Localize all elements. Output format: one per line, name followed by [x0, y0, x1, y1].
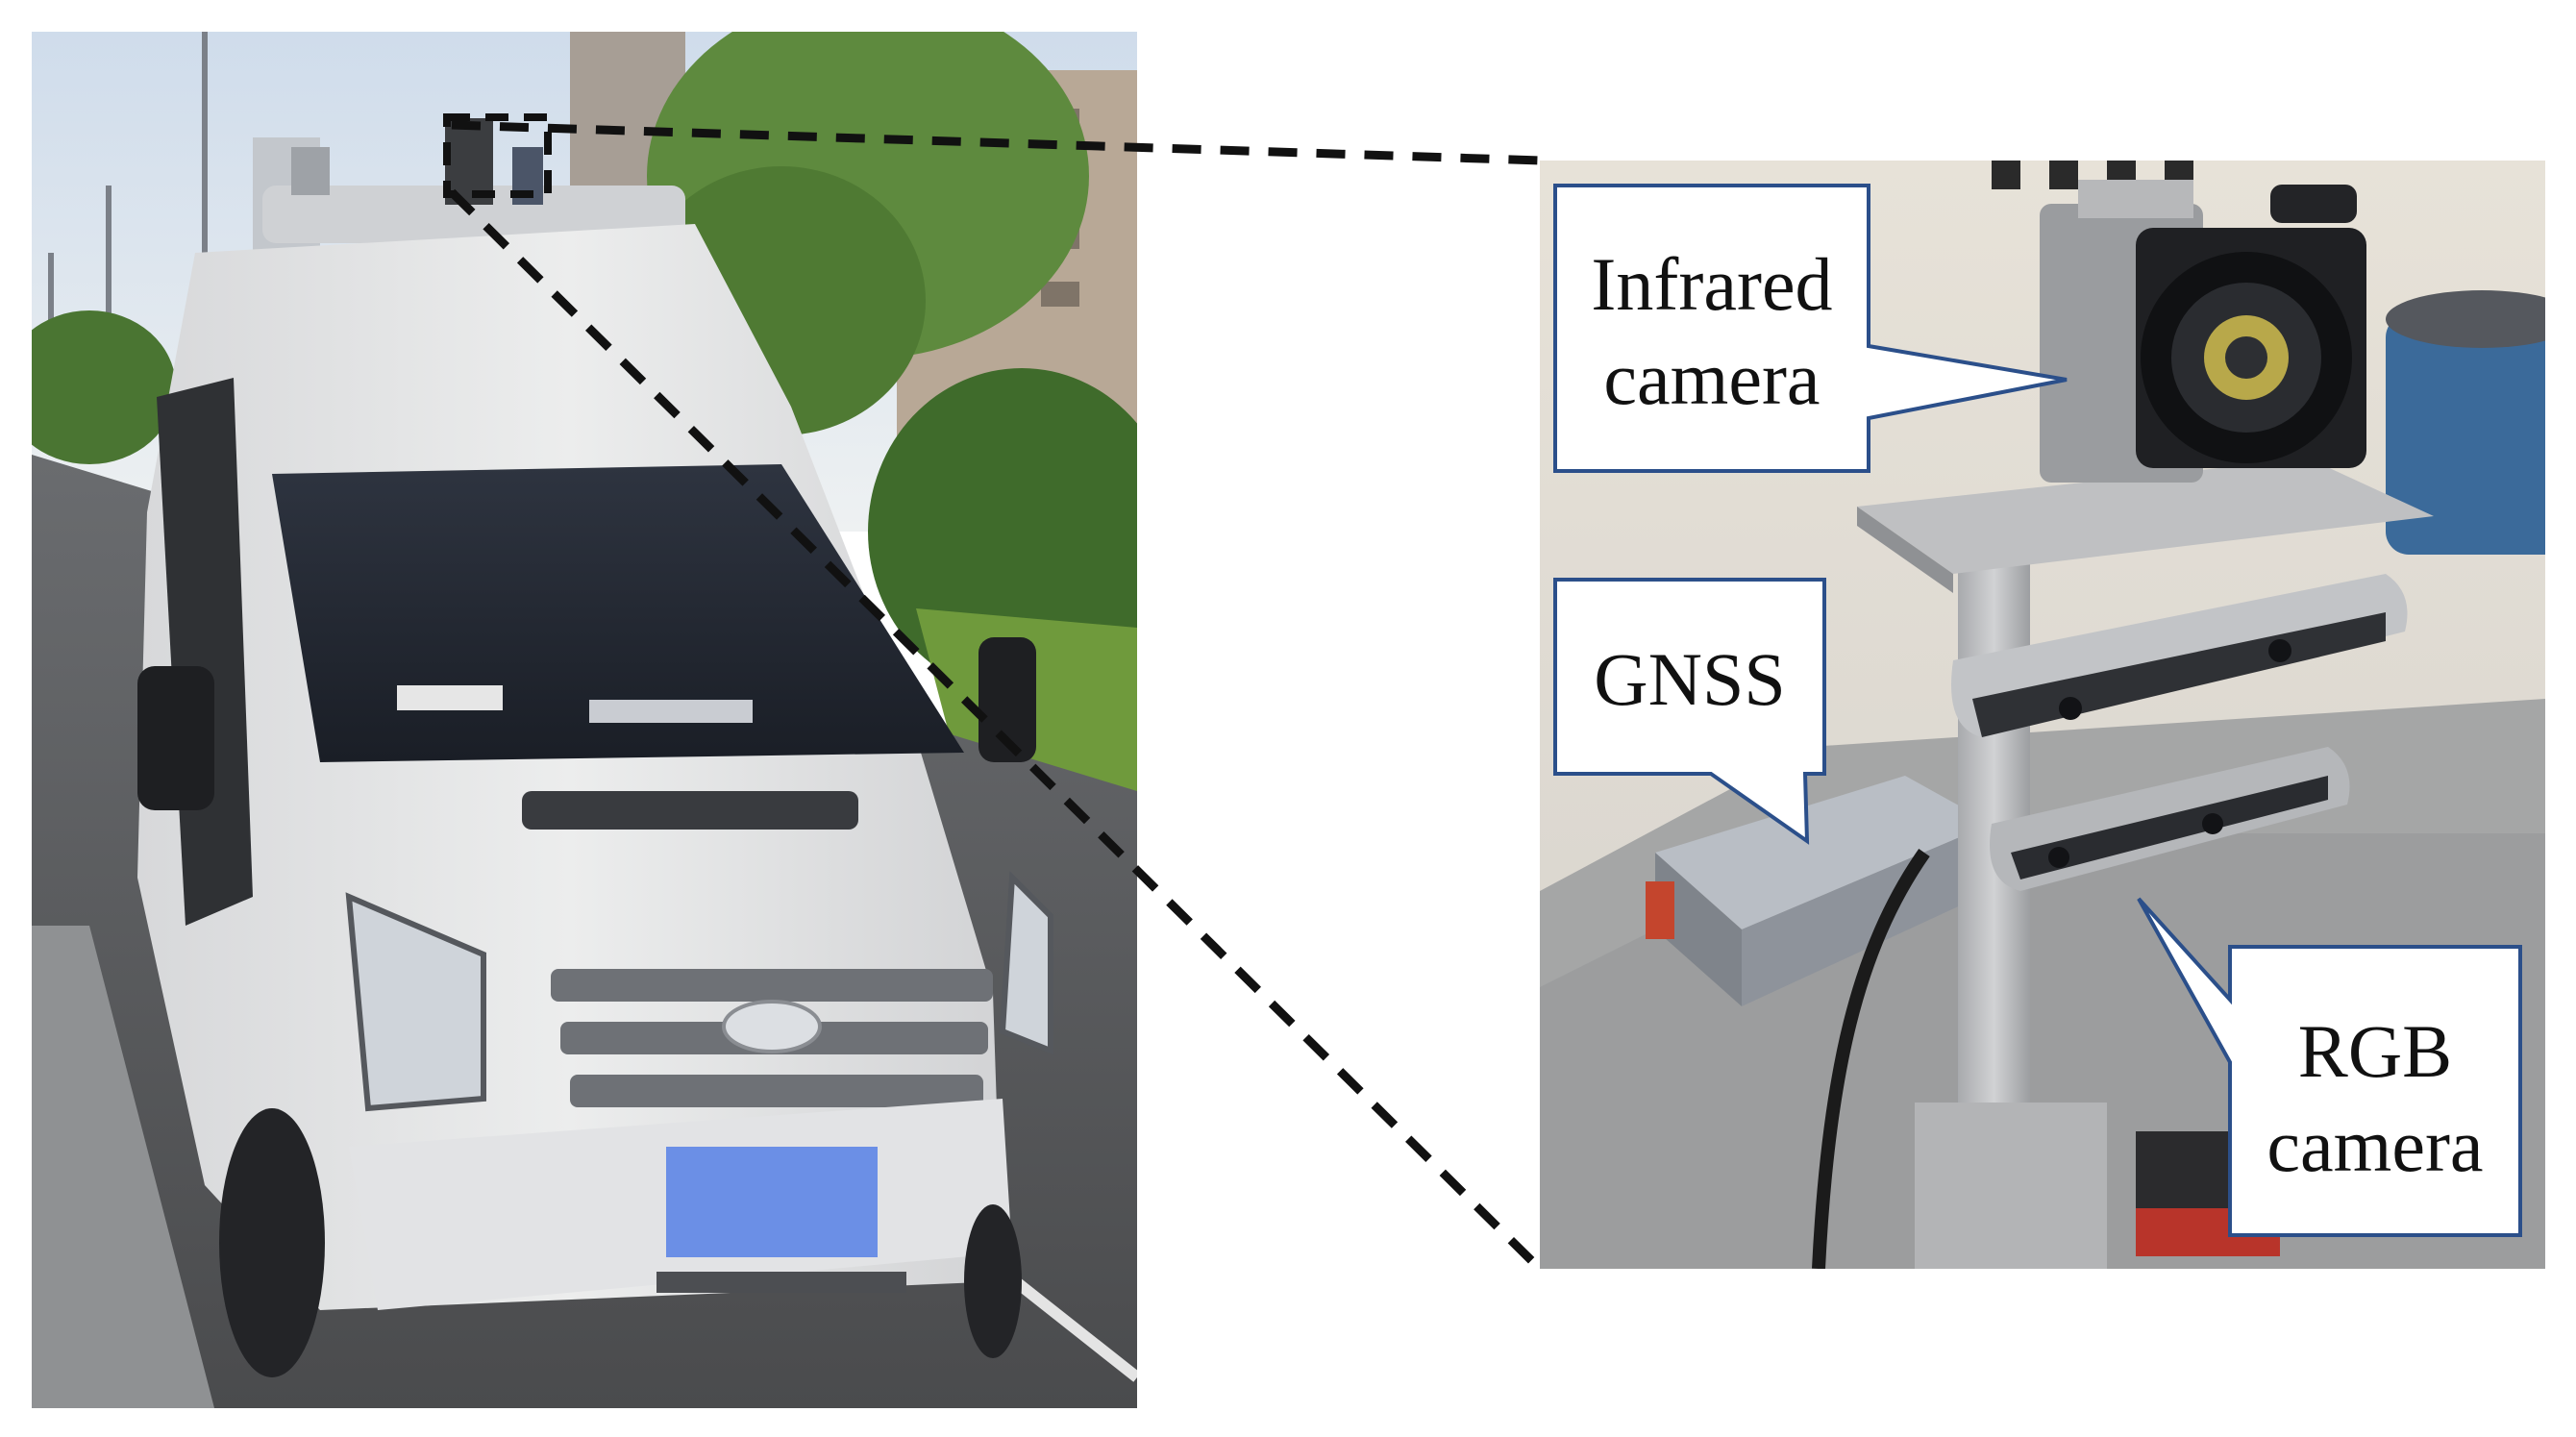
lidar: [2386, 290, 2545, 555]
callout-rgb-line2: camera: [2266, 1103, 2483, 1187]
infrared-camera-body: [2040, 180, 2366, 483]
van-illustration: [32, 32, 1137, 1408]
callout-rgb-camera: RGB camera: [2137, 897, 2522, 1237]
mount-plate: [1857, 458, 2434, 574]
callout-gnss-line1: GNSS: [1594, 637, 1785, 721]
license-plate: [666, 1147, 878, 1257]
cable: [1812, 848, 1930, 1269]
callout-infrared-camera: Infrared camera: [1553, 184, 2068, 473]
tree: [32, 310, 176, 464]
callout-infrared-line1: Infrared: [1591, 242, 1832, 326]
callout-infrared-line2: camera: [1603, 336, 1820, 420]
gnss-receiver: [1646, 776, 1992, 1006]
connector-bottom: [448, 188, 1544, 1273]
sensor-highlight-box: [443, 113, 552, 198]
connector-top: [451, 120, 1541, 165]
grille: [551, 969, 993, 1107]
van-photo: [32, 32, 1137, 1408]
zoom-connector-lines: [448, 120, 1544, 1273]
van: [137, 118, 1053, 1377]
callout-rgb-line1: RGB: [2298, 1009, 2452, 1093]
callout-gnss: GNSS: [1553, 578, 1826, 845]
rgb-camera-body: [1951, 574, 2408, 891]
curb: [32, 926, 214, 1408]
